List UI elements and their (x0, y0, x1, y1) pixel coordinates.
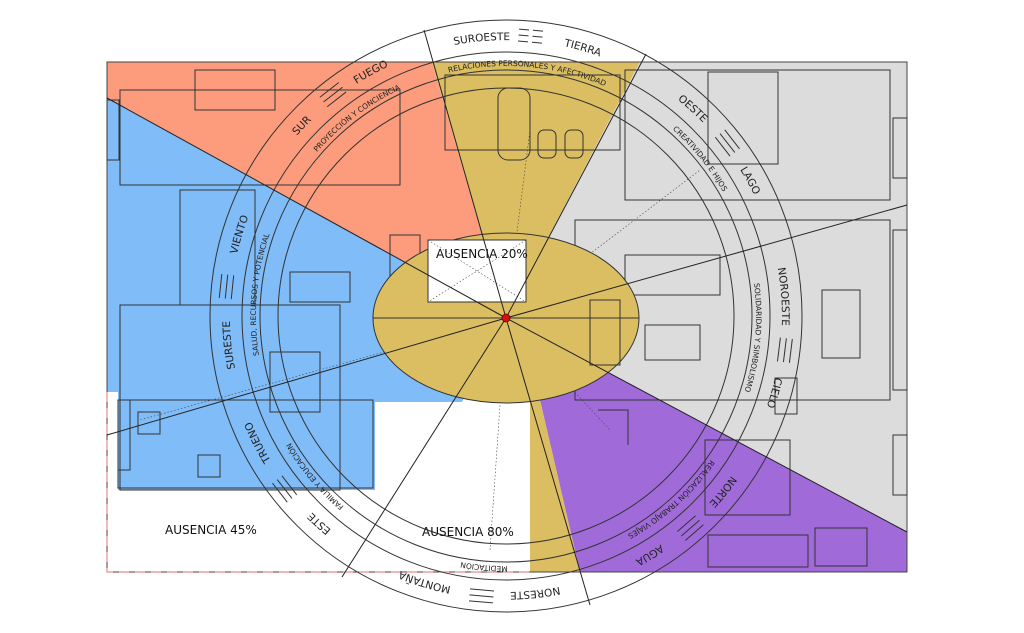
zone-water (506, 318, 907, 572)
trigram-icon-noreste (468, 588, 495, 604)
trigram-icon-este (272, 475, 298, 503)
bagua-rings (209, 19, 803, 613)
direction-suroeste-text: SUROESTE (453, 31, 511, 48)
element-tierra-text: TIERRA (562, 37, 603, 59)
floor-plan-lines (106, 61, 908, 573)
trigram-icon-oeste (714, 129, 740, 157)
direction-noreste-text: NORESTE (510, 584, 561, 601)
absence-bottom-center: AUSENCIA 80% (422, 525, 514, 539)
trigram-icons (218, 28, 793, 604)
color-zones (107, 62, 907, 572)
element-tierra: TIERRA (562, 37, 603, 59)
zone-earth-top (432, 62, 640, 318)
trigram-icon-sureste (218, 273, 235, 300)
zone-wood (107, 98, 506, 490)
absence-bottom-left: AUSENCIA 45% (165, 523, 257, 537)
absence-labels: AUSENCIA 20% AUSENCIA 45% AUSENCIA 80% (165, 247, 528, 539)
zone-fire (107, 62, 506, 318)
trigram-icon-sur (319, 82, 347, 108)
direction-noreste: NORESTE (510, 584, 561, 601)
trigram-icon-noroeste (776, 337, 793, 363)
trigram-icon-suroeste (517, 28, 544, 44)
absence-center: AUSENCIA 20% (436, 247, 528, 261)
center-point (501, 313, 511, 323)
trigram-icon-norte (677, 515, 704, 541)
sector-rays (106, 29, 908, 606)
zone-metal (506, 62, 907, 532)
direction-suroeste: SUROESTE (453, 31, 511, 48)
missing-area-border (106, 392, 530, 573)
